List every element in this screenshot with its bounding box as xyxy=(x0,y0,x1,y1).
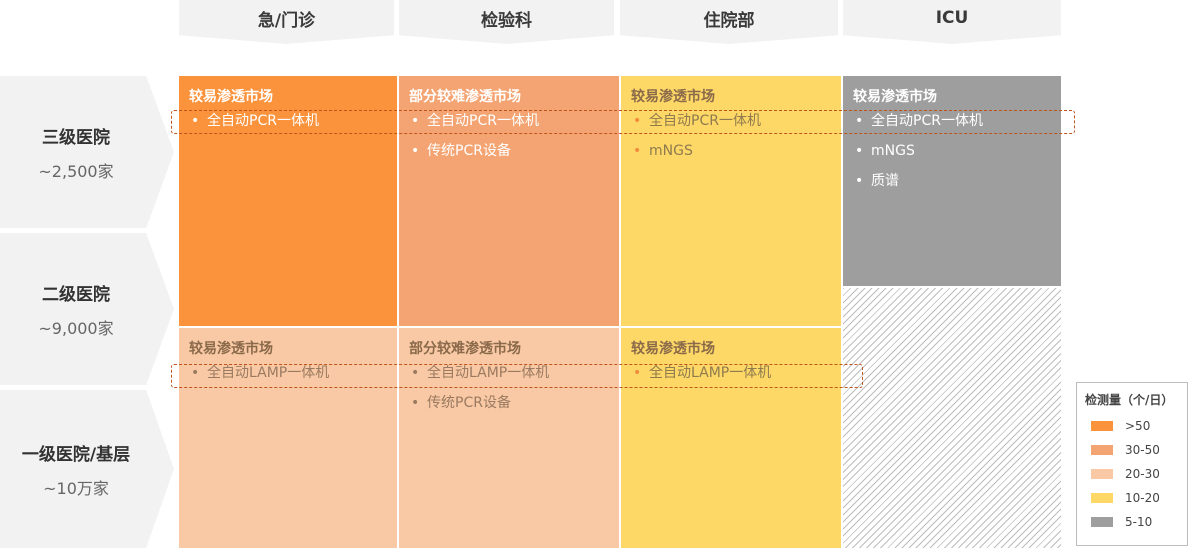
legend-swatch xyxy=(1091,517,1113,527)
column-header-laboratory: 检验科 xyxy=(399,0,614,44)
legend-swatch xyxy=(1091,445,1113,455)
cell-upper-inpatient: 较易渗透市场 •全自动PCR一体机 •mNGS xyxy=(621,76,841,326)
cell-title: 较易渗透市场 xyxy=(189,89,273,105)
row-title: 三级医院 xyxy=(42,127,110,148)
row-header-primary: 一级医院/基层 ~10万家 xyxy=(0,390,174,548)
legend-item: 20-30 xyxy=(1085,462,1187,486)
cell-lower-laboratory: 部分较难渗透市场 •全自动LAMP一体机 •传统PCR设备 xyxy=(399,328,619,548)
cell-title: 较易渗透市场 xyxy=(853,89,937,105)
legend-label: 5-10 xyxy=(1125,515,1153,529)
list-item: •全自动LAMP一体机 xyxy=(411,365,550,381)
cell-title: 部分较难渗透市场 xyxy=(409,89,521,105)
column-header-inpatient: 住院部 xyxy=(620,0,838,44)
highlight-pcr-row xyxy=(171,110,1075,134)
list-item: •全自动LAMP一体机 xyxy=(633,365,772,381)
highlight-lamp-row xyxy=(171,364,863,388)
legend-item: 10-20 xyxy=(1085,486,1187,510)
list-item: •全自动PCR一体机 xyxy=(855,113,983,129)
row-hospital-count: ~9,000家 xyxy=(38,318,114,338)
legend-item: >50 xyxy=(1085,414,1187,438)
list-item: •全自动PCR一体机 xyxy=(411,113,539,129)
list-item: •传统PCR设备 xyxy=(411,395,511,411)
legend-swatch xyxy=(1091,469,1113,479)
legend-swatch xyxy=(1091,421,1113,431)
list-item: •mNGS xyxy=(633,143,693,159)
cell-title: 较易渗透市场 xyxy=(189,341,273,357)
row-header-secondary: 二级医院 ~9,000家 xyxy=(0,233,174,385)
legend-label: >50 xyxy=(1125,419,1151,433)
list-item: •mNGS xyxy=(855,143,915,159)
cell-upper-emergency: 较易渗透市场 •全自动PCR一体机 xyxy=(179,76,397,326)
legend-item: 5-10 xyxy=(1085,510,1187,534)
legend-label: 30-50 xyxy=(1125,443,1160,457)
legend-item: 30-50 xyxy=(1085,438,1187,462)
legend-label: 20-30 xyxy=(1125,467,1160,481)
cell-title: 较易渗透市场 xyxy=(631,341,715,357)
cell-title: 部分较难渗透市场 xyxy=(409,341,521,357)
cell-upper-icu: 较易渗透市场 •全自动PCR一体机 •mNGS •质谱 xyxy=(843,76,1061,286)
cell-title: 较易渗透市场 xyxy=(631,89,715,105)
column-header-icu: ICU xyxy=(843,0,1061,44)
list-item: •全自动LAMP一体机 xyxy=(191,365,330,381)
row-hospital-count: ~2,500家 xyxy=(38,161,114,181)
list-item: •全自动PCR一体机 xyxy=(633,113,761,129)
row-title: 一级医院/基层 xyxy=(21,444,131,465)
list-item: •全自动PCR一体机 xyxy=(191,113,319,129)
row-title: 二级医院 xyxy=(42,284,110,305)
cell-lower-emergency: 较易渗透市场 •全自动LAMP一体机 xyxy=(179,328,397,548)
column-header-emergency: 急/门诊 xyxy=(179,0,394,44)
legend: 检测量（个/日） >50 30-50 20-30 10-20 5-10 xyxy=(1076,382,1188,546)
cell-upper-laboratory: 部分较难渗透市场 •全自动PCR一体机 •传统PCR设备 xyxy=(399,76,619,326)
list-item: •质谱 xyxy=(855,173,899,189)
legend-label: 10-20 xyxy=(1125,491,1160,505)
list-item: •传统PCR设备 xyxy=(411,143,511,159)
cell-lower-inpatient: 较易渗透市场 •全自动LAMP一体机 xyxy=(621,328,841,548)
legend-title: 检测量（个/日） xyxy=(1085,393,1174,407)
row-header-tertiary: 三级医院 ~2,500家 xyxy=(0,76,174,228)
legend-swatch xyxy=(1091,493,1113,503)
icu-hatched-area xyxy=(843,288,1061,548)
row-hospital-count: ~10万家 xyxy=(43,478,109,498)
